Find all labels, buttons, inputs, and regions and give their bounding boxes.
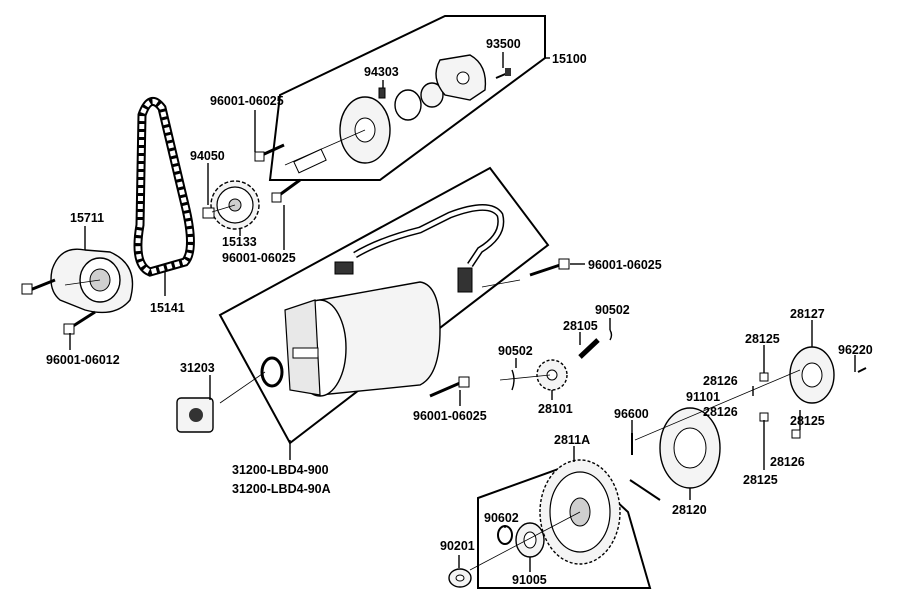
label-90602: 90602	[484, 511, 519, 525]
label-96001-06012: 96001-06012	[46, 353, 120, 367]
bolt-96001-06025-right	[529, 258, 570, 277]
label-28126-a: 28126	[703, 374, 738, 388]
label-28125-top: 28125	[745, 332, 780, 346]
bolt-96001-06025-top	[254, 143, 285, 162]
label-28120: 28120	[672, 503, 707, 517]
nut-94050	[202, 207, 215, 219]
label-31200-lbd4-900: 31200-LBD4-900	[232, 463, 329, 477]
label-15100: 15100	[552, 52, 587, 66]
screw-93500	[495, 68, 511, 79]
bolt-96001-06012-a	[21, 278, 56, 295]
assembly-lines	[64, 129, 801, 571]
label-91101: 91101	[686, 390, 720, 404]
label-94303: 94303	[364, 65, 399, 79]
oil-pump-rotor	[394, 82, 444, 121]
bolt-96001-06025-sprocket	[271, 178, 301, 203]
label-28126-b: 28126	[703, 405, 738, 419]
clip-90502-top	[609, 329, 613, 341]
group-box-31200	[218, 166, 550, 445]
label-31203: 31203	[180, 361, 215, 375]
washer-90602	[497, 525, 513, 545]
bearing-91005	[515, 522, 545, 558]
leader-lines	[69, 52, 856, 572]
idle-shaft-28105	[578, 338, 600, 359]
label-90502-top: 90502	[595, 303, 630, 317]
label-15141: 15141	[150, 301, 185, 315]
label-31200-lbd4-90a: 31200-LBD4-90A	[232, 482, 331, 496]
label-28127: 28127	[790, 307, 825, 321]
label-28126-c: 28126	[770, 455, 805, 469]
label-90201: 90201	[440, 539, 475, 553]
bolt-96001-06025-bottom	[429, 376, 470, 398]
pin-94303	[378, 87, 386, 99]
label-28125-mid: 28125	[790, 414, 825, 428]
label-94050: 94050	[190, 149, 225, 163]
label-28105: 28105	[563, 319, 598, 333]
label-15711: 15711	[70, 211, 104, 225]
label-96001-06025-top: 96001-06025	[210, 94, 284, 108]
label-90502-left: 90502	[498, 344, 533, 358]
bolt-96600	[629, 433, 661, 501]
reduction-gear-housing	[176, 397, 214, 433]
label-96001-06025-bottom: 96001-06025	[413, 409, 487, 423]
group-box-15100	[268, 15, 546, 181]
timing-chain	[133, 97, 195, 277]
label-2811A: 2811A	[554, 433, 590, 447]
label-15133: 15133	[222, 235, 257, 249]
oil-pump-cover	[435, 54, 487, 101]
screw-96220	[857, 367, 867, 373]
bolt-96001-06012-b	[63, 310, 96, 335]
clutch-cover-28127	[789, 346, 835, 404]
label-28101: 28101	[538, 402, 573, 416]
starter-cable	[334, 204, 505, 293]
clip-90502-left	[511, 369, 515, 391]
idle-gear-28101	[536, 359, 568, 391]
one-way-clutch-28120	[659, 407, 721, 489]
o-ring-31203	[260, 356, 284, 388]
starter-motor-body	[284, 281, 441, 397]
label-28125-bot: 28125	[743, 473, 778, 487]
label-91005: 91005	[512, 573, 547, 587]
label-93500: 93500	[486, 37, 521, 51]
label-96001-06025-sprocket: 96001-06025	[222, 251, 296, 265]
nut-90201	[448, 568, 472, 588]
label-96001-06025-right: 96001-06025	[588, 258, 662, 272]
oil-pump-shaft	[293, 148, 327, 174]
label-96600: 96600	[614, 407, 649, 421]
label-96220: 96220	[838, 343, 873, 357]
